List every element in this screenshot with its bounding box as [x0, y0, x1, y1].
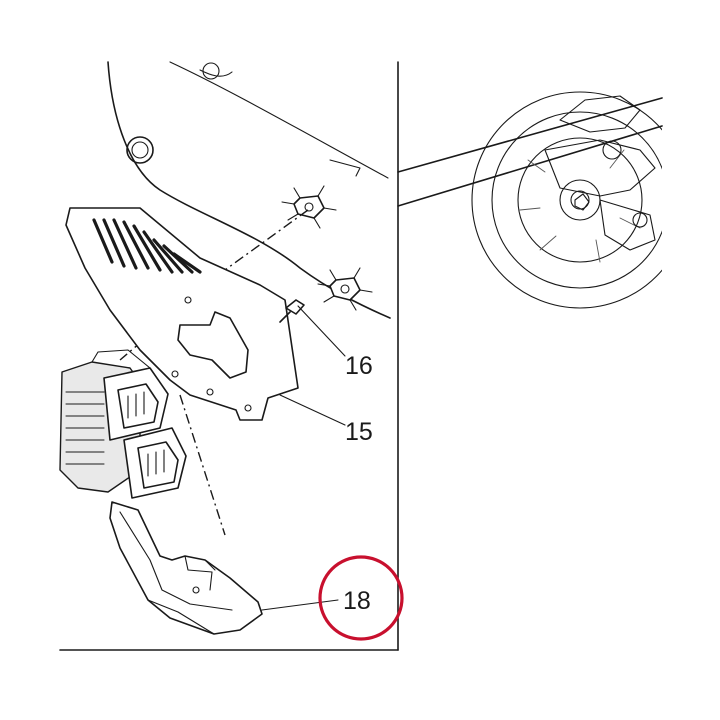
mounting-plate — [65, 207, 299, 421]
leader-lines — [261, 305, 346, 611]
spring-clip-lower — [317, 267, 373, 311]
diagram-frame — [59, 61, 663, 651]
control-unit — [59, 349, 187, 499]
callout-16: 16 — [345, 352, 373, 380]
spring-clip-upper — [281, 185, 337, 229]
inset-wheel-detail — [471, 91, 662, 309]
callout-15: 15 — [345, 418, 373, 446]
bolt — [279, 299, 305, 323]
highlight-ring-18 — [318, 555, 404, 641]
callout-18: 18 — [343, 587, 371, 615]
cover-bracket — [109, 501, 263, 635]
